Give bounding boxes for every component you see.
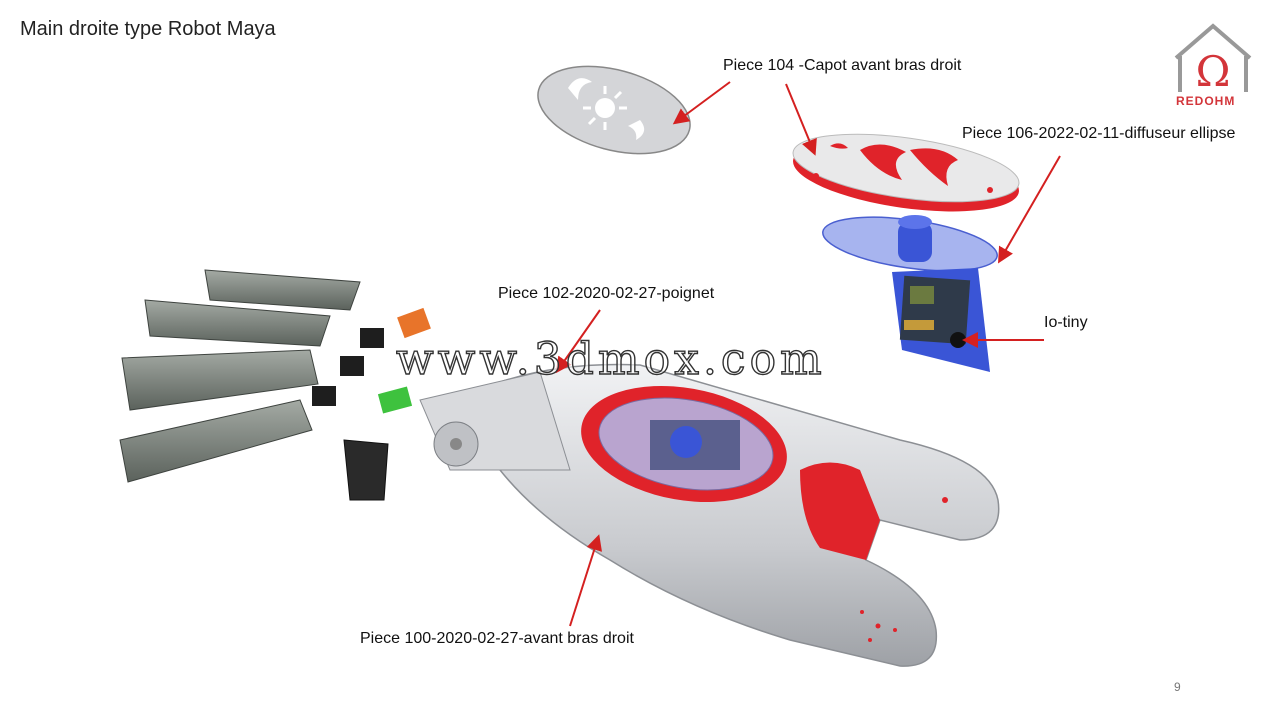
diffuser-ellipse (822, 215, 998, 272)
logo-text: REDOHM (1176, 94, 1236, 108)
capot-cover (792, 133, 1020, 212)
wrist (419, 371, 571, 471)
io-tiny-board (892, 268, 990, 372)
label-poignet: Piece 102-2020-02-27-poignet (498, 285, 715, 302)
slide-title: Main droite type Robot Maya (20, 18, 276, 40)
fingers (119, 269, 431, 501)
leader-arrows (555, 81, 1061, 627)
page-number: 9 (1174, 680, 1181, 694)
watermark: www.3dmox.com (395, 333, 826, 385)
redohm-logo: Ω (1174, 23, 1252, 96)
servo-horns (312, 307, 431, 414)
forearm-shell (438, 363, 1000, 667)
label-capot: Piece 104 -Capot avant bras droit (723, 57, 962, 74)
omega-icon: Ω (1196, 47, 1231, 96)
label-diffuseur: Piece 106-2022-02-11-diffuseur ellipse (962, 125, 1236, 142)
label-io-tiny: Io-tiny (1044, 314, 1088, 331)
sun-plate (537, 65, 691, 155)
label-avant-bras: Piece 100-2020-02-27-avant bras droit (360, 630, 634, 647)
